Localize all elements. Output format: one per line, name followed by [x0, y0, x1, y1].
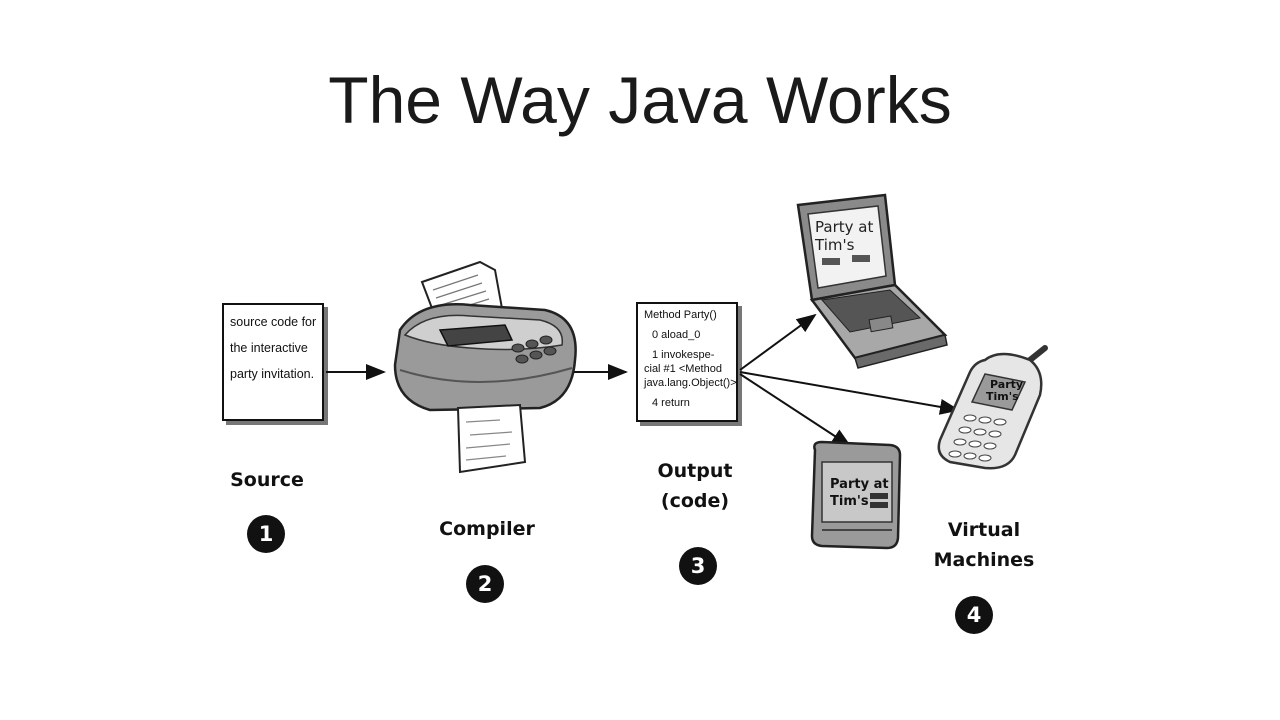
phone-screen-line-1: Party — [990, 378, 1023, 391]
output-label-line-2: (code) — [660, 490, 730, 512]
output-line-3: 1 invokespe- — [652, 349, 715, 361]
output-line-4: cial #1 <Method — [644, 363, 722, 375]
laptop-screen-line-2: Tim's — [814, 236, 855, 254]
output-label: Output (code) — [650, 456, 740, 516]
pda-screen-line-2: Tim's — [830, 494, 869, 509]
pda-screen-line-1: Party at — [830, 477, 889, 492]
step-3-badge: 3 — [679, 547, 717, 585]
output-line-5: java.lang.Object()> — [644, 377, 737, 389]
source-box-line-3: party invitation. — [230, 367, 315, 381]
compiler-label: Compiler — [439, 518, 535, 540]
arrow-output-to-phone — [739, 371, 960, 415]
laptop-icon: Party at Tim's — [796, 193, 948, 369]
step-1-badge: 1 — [247, 515, 285, 553]
vm-label-line-2: Machines — [933, 549, 1035, 571]
compiler-machine-icon — [393, 260, 577, 474]
arrow-output-to-pda — [739, 373, 852, 448]
virtual-machines-label: Virtual Machines — [925, 515, 1043, 575]
output-line-2: 0 aload_0 — [652, 329, 701, 341]
source-label: Source — [230, 469, 304, 491]
source-box-line-2: the interactive — [230, 341, 308, 355]
laptop-screen-line-1: Party at — [815, 218, 873, 236]
slide-title: The Way Java Works — [328, 63, 952, 137]
vm-label-line-1: Virtual — [947, 519, 1021, 541]
cell-phone-icon: Party Tim's — [937, 345, 1048, 470]
source-box-line-1: source code for — [230, 315, 317, 329]
phone-screen-line-2: Tim's — [986, 390, 1019, 403]
pda-icon: Party at Tim's — [810, 440, 902, 550]
source-code-box: source code for the interactive party in… — [222, 303, 324, 421]
output-line-1: Method Party() — [644, 309, 717, 321]
arrow-output-to-laptop — [739, 313, 817, 371]
output-label-line-1: Output — [657, 460, 733, 482]
step-4-badge: 4 — [955, 596, 993, 634]
bytecode-output-box: Method Party() 0 aload_0 1 invokespe- ci… — [636, 302, 738, 422]
step-2-badge: 2 — [466, 565, 504, 603]
output-line-6: 4 return — [652, 397, 690, 409]
